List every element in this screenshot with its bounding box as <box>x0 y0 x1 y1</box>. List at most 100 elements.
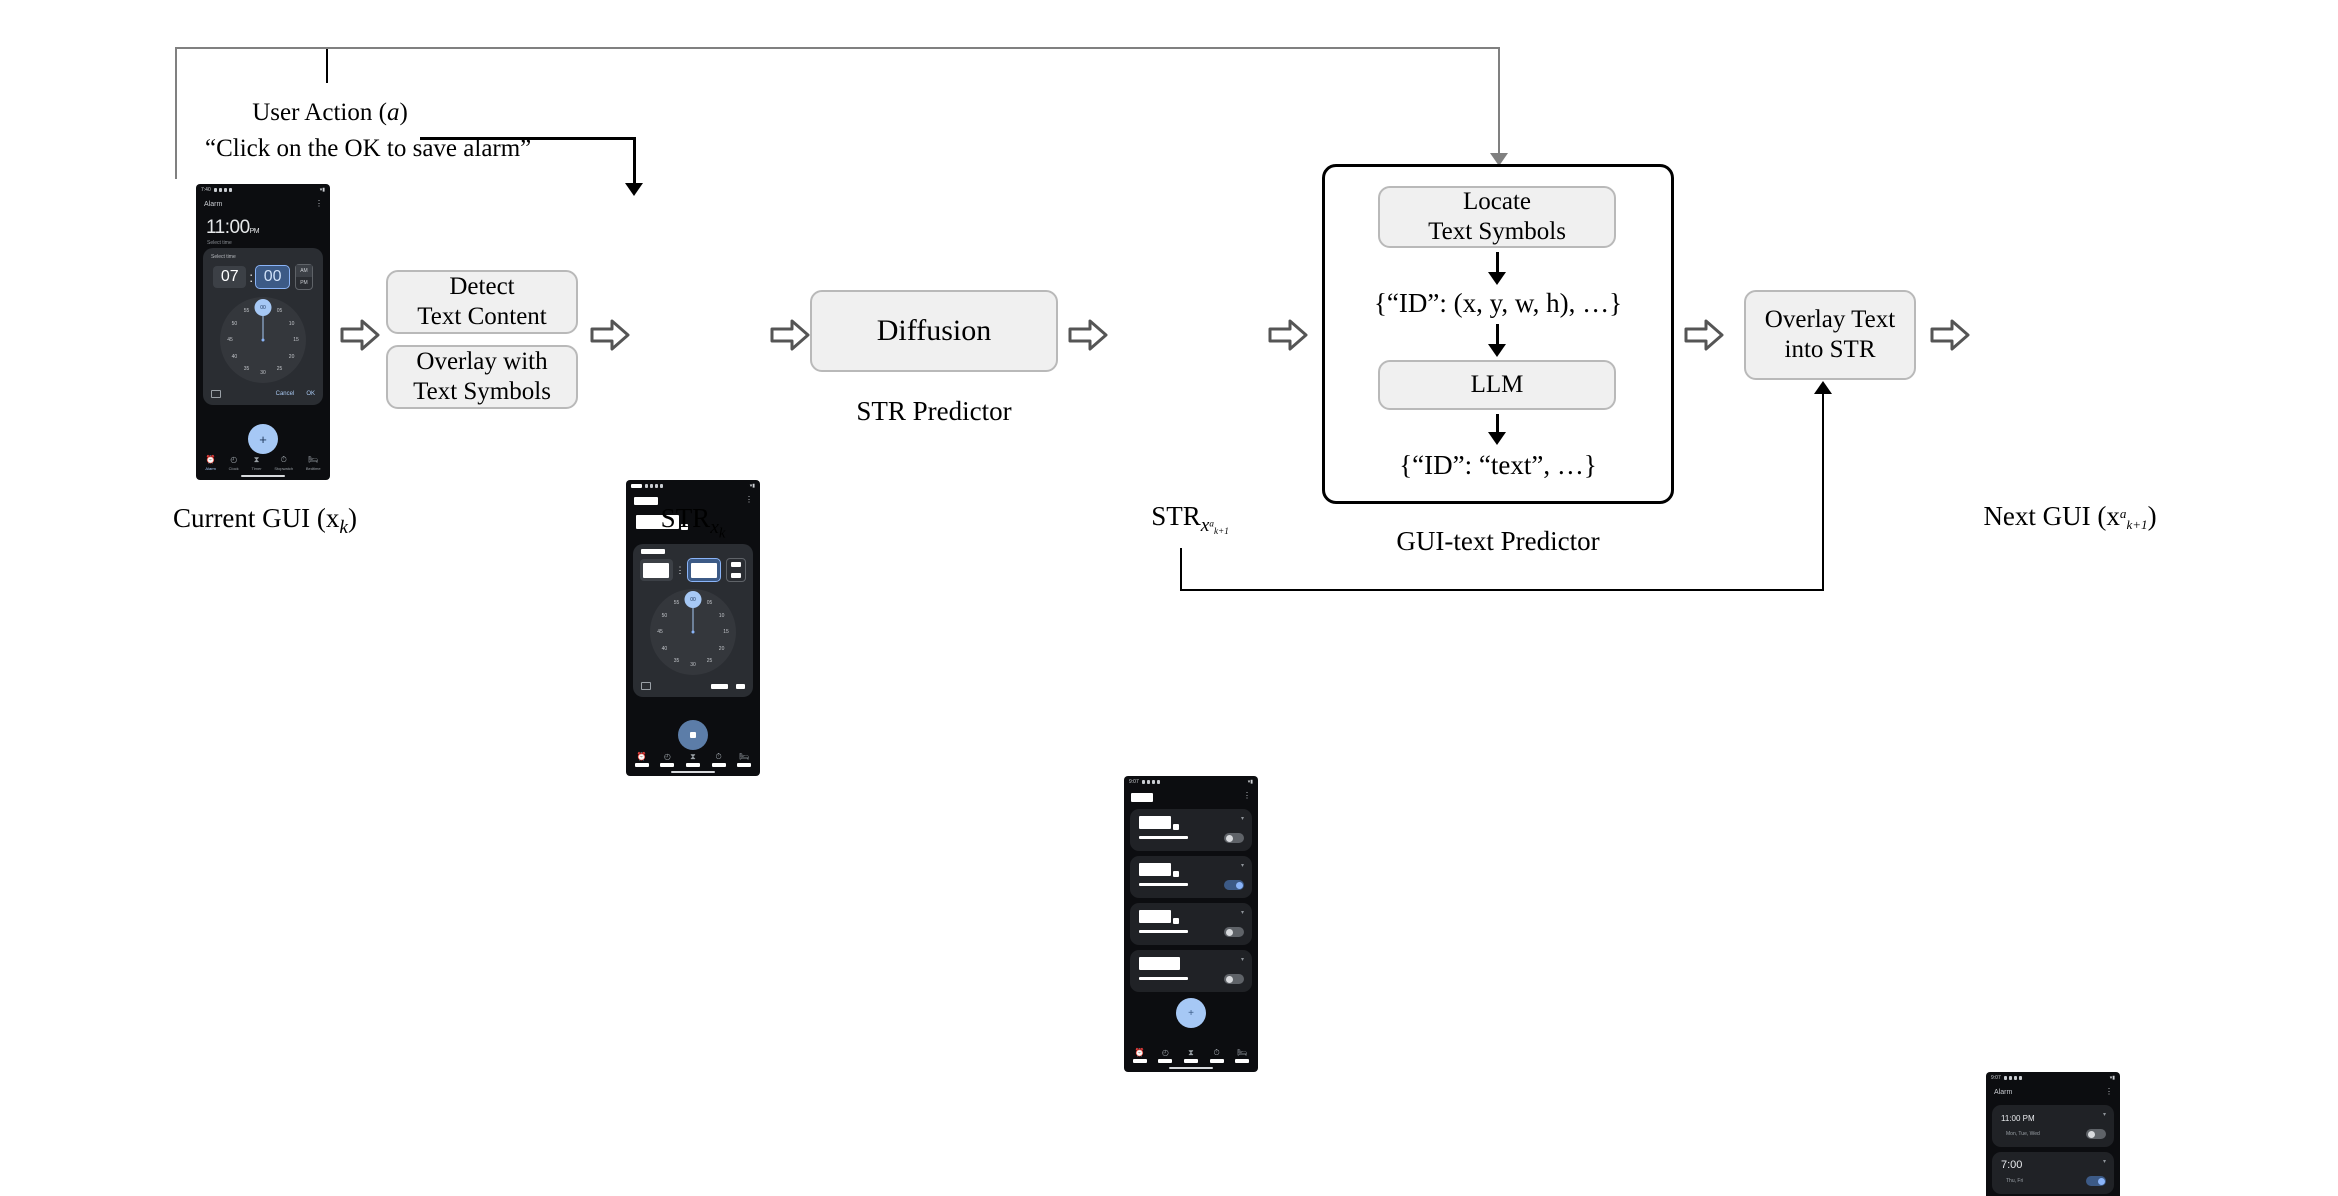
nav-item-timer[interactable]: ⧗ <box>685 753 700 767</box>
nav-item-clock[interactable]: ◴ <box>1158 1049 1173 1063</box>
clock-numeral[interactable]: 55 <box>243 308 250 315</box>
nav-item-clock[interactable]: ◴ <box>660 753 675 767</box>
clock-numeral[interactable]: 40 <box>661 645 668 652</box>
str-alarm-card[interactable]: ▾ <box>1130 950 1252 992</box>
str-block-cancel[interactable] <box>711 683 728 689</box>
str-alarm-card[interactable]: ▾ <box>1130 809 1252 851</box>
nav-item-timer[interactable]: ⧗Timer <box>252 456 262 472</box>
bottom-navigation-str[interactable]: ⏰ ◴ ⧗ ⏱ 🛏 <box>1124 1049 1258 1063</box>
clock-numeral[interactable]: 15 <box>723 629 729 635</box>
cancel-button[interactable]: Cancel <box>275 391 295 397</box>
keyboard-icon[interactable] <box>211 390 221 398</box>
clock-numeral[interactable]: 20 <box>718 645 725 652</box>
alarm-toggle[interactable] <box>1224 974 1244 984</box>
bottom-navigation-str[interactable]: ⏰ ◴ ⧗ ⏱ 🛏 <box>626 753 760 767</box>
keyboard-icon[interactable] <box>641 682 651 690</box>
nav-item-stopwatch[interactable]: ⏱ <box>711 753 726 767</box>
hour-field[interactable]: 07 <box>213 266 247 288</box>
nav-item-clock[interactable]: ◴Clock <box>229 456 239 472</box>
clock-numeral[interactable]: 25 <box>706 657 713 664</box>
add-alarm-fab-str[interactable]: + <box>1176 998 1206 1028</box>
alarm-toggle[interactable] <box>1224 880 1244 890</box>
str-block-ok[interactable] <box>736 683 745 689</box>
nav-item-timer[interactable]: ⧗ <box>1183 1049 1198 1063</box>
clock-numeral[interactable]: 45 <box>227 337 233 343</box>
str-block-time <box>1139 910 1171 923</box>
str-block-days <box>1139 836 1188 839</box>
clock-dial[interactable]: 00 05 10 15 20 25 30 35 40 45 50 55 <box>220 297 306 383</box>
home-indicator <box>241 475 285 477</box>
box-overlay-text-into-str[interactable]: Overlay Text into STR <box>1744 290 1916 380</box>
clock-numeral[interactable]: 20 <box>288 353 295 360</box>
nav-item-stopwatch[interactable]: ⏱ <box>1209 1049 1224 1063</box>
alarm-card[interactable]: 11:00 PM Mon, Tue, Wed ▾ <box>1992 1105 2114 1147</box>
nav-item-alarm[interactable]: ⏰Alarm <box>205 456 215 472</box>
clock-selected-knob[interactable]: 00 <box>254 299 272 316</box>
minute-field-str[interactable] <box>686 558 721 582</box>
clock-numeral[interactable]: 40 <box>231 353 238 360</box>
ok-button[interactable]: OK <box>306 391 315 397</box>
alarm-toggle[interactable] <box>2086 1129 2106 1139</box>
nav-item-label: Stopwatch <box>274 466 294 471</box>
alarm-toggle[interactable] <box>2086 1176 2106 1186</box>
nav-item-bedtime[interactable]: 🛏 <box>1235 1049 1250 1063</box>
alarm-toggle[interactable] <box>1224 833 1244 843</box>
add-alarm-fab[interactable]: + <box>248 424 278 454</box>
minute-field[interactable]: 00 <box>255 265 291 289</box>
am-option[interactable]: AM <box>296 265 312 277</box>
overflow-menu-icon[interactable]: ⋮ <box>1243 791 1251 800</box>
alarm-card[interactable]: 7:00 Thu, Fri ▾ <box>1992 1152 2114 1194</box>
clock-numeral[interactable]: 35 <box>673 657 680 664</box>
expand-chevron-icon[interactable]: ▾ <box>1240 863 1244 869</box>
expand-chevron-icon[interactable]: ▾ <box>1240 816 1244 822</box>
clock-numeral[interactable]: 30 <box>260 370 266 376</box>
str-alarm-card[interactable]: ▾ <box>1130 903 1252 945</box>
nav-item-bedtime[interactable]: 🛏 <box>737 753 752 767</box>
hour-field-str[interactable] <box>640 559 673 581</box>
nav-item-alarm[interactable]: ⏰ <box>1132 1049 1147 1063</box>
expand-chevron-icon[interactable]: ▾ <box>2102 1159 2106 1165</box>
overflow-menu-icon[interactable]: ⋮ <box>2105 1087 2113 1096</box>
str-alarm-card[interactable]: ▾ <box>1130 856 1252 898</box>
expand-chevron-icon[interactable]: ▾ <box>1240 957 1244 963</box>
am-pm-toggle-str[interactable] <box>726 558 746 582</box>
clock-numeral[interactable]: 15 <box>293 337 299 343</box>
box-overlay-with-text-symbols[interactable]: Overlay with Text Symbols <box>386 345 578 409</box>
clock-numeral[interactable]: 05 <box>706 600 713 607</box>
status-time: 7:40 <box>201 186 211 193</box>
clock-numeral[interactable]: 10 <box>288 320 295 327</box>
arrow-predictor-to-overlay <box>1684 318 1724 352</box>
app-title: Alarm <box>204 201 223 208</box>
clock-numeral[interactable]: 45 <box>657 629 663 635</box>
box-detect-line1: Detect <box>449 273 515 300</box>
box-detect-text-content[interactable]: Detect Text Content <box>386 270 578 334</box>
overflow-menu-icon[interactable]: ⋮ <box>745 495 753 504</box>
box-diffusion[interactable]: Diffusion <box>810 290 1058 372</box>
overflow-menu-icon[interactable]: ⋮ <box>315 199 323 208</box>
clock-dial-str[interactable]: 00 05 10 15 20 25 30 35 40 45 50 55 <box>650 589 736 675</box>
add-alarm-fab-str[interactable] <box>678 720 708 750</box>
box-locate-text-symbols[interactable]: Locate Text Symbols <box>1378 186 1616 248</box>
clock-numeral[interactable]: 05 <box>276 308 283 315</box>
clock-numeral[interactable]: 50 <box>661 612 668 619</box>
clock-numeral[interactable]: 10 <box>718 612 725 619</box>
pm-option-str[interactable] <box>727 570 745 581</box>
clock-numeral[interactable]: 25 <box>276 365 283 372</box>
expand-chevron-icon[interactable]: ▾ <box>1240 910 1244 916</box>
clock-numeral[interactable]: 55 <box>673 600 680 607</box>
alarm-toggle[interactable] <box>1224 927 1244 937</box>
clock-numeral[interactable]: 50 <box>231 320 238 327</box>
clock-numeral[interactable]: 30 <box>690 662 696 668</box>
nav-item-bedtime[interactable]: 🛏Bedtime <box>306 456 321 472</box>
clock-selected-knob[interactable]: 00 <box>684 591 702 608</box>
am-pm-toggle[interactable]: AM PM <box>295 264 313 290</box>
expand-chevron-icon[interactable]: ▾ <box>2102 1112 2106 1118</box>
nav-item-alarm[interactable]: ⏰ <box>634 753 649 767</box>
nav-item-stopwatch[interactable]: ⏱Stopwatch <box>274 456 294 472</box>
pm-option[interactable]: PM <box>300 280 308 286</box>
connector-feedback-vertical-left <box>1180 548 1182 591</box>
bottom-navigation[interactable]: ⏰Alarm ◴Clock ⧗Timer ⏱Stopwatch 🛏Bedtime <box>196 456 330 472</box>
am-option-str[interactable] <box>727 559 745 570</box>
clock-numeral[interactable]: 35 <box>243 365 250 372</box>
box-llm[interactable]: LLM <box>1378 360 1616 410</box>
